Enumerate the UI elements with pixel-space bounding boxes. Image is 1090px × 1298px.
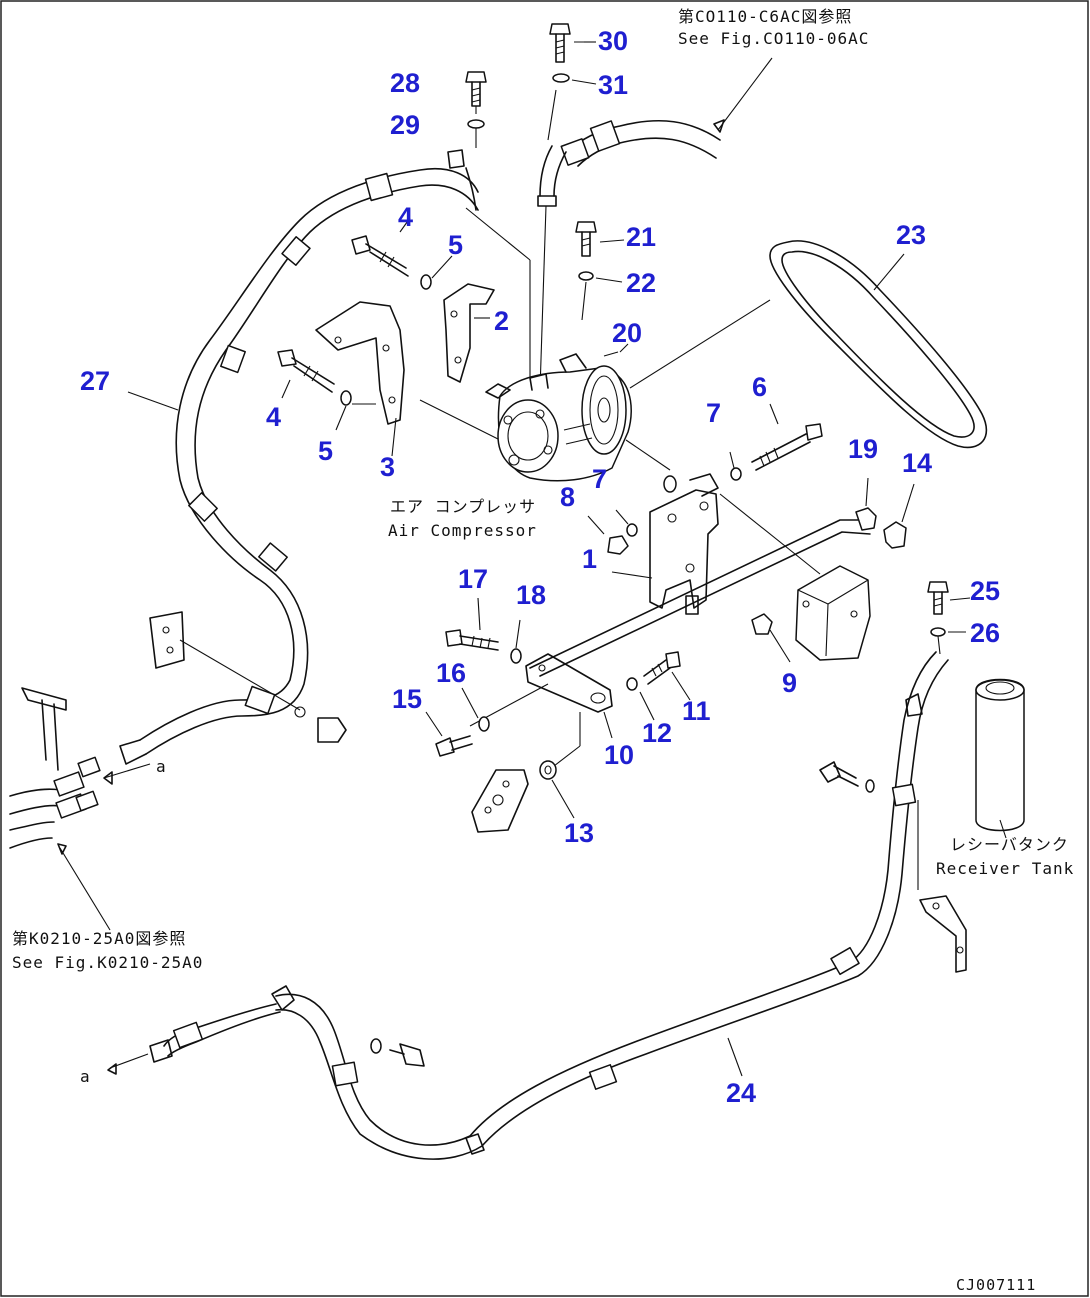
part-label: 22 bbox=[626, 268, 656, 298]
washer-31 bbox=[552, 73, 597, 85]
accumulator-box bbox=[795, 565, 871, 661]
part-label: 9 bbox=[782, 668, 797, 698]
part-label: 3 bbox=[380, 452, 395, 482]
part-label: 5 bbox=[448, 230, 463, 260]
part-label: 17 bbox=[458, 564, 488, 594]
small-fasteners-bottom bbox=[370, 1038, 425, 1067]
part-label: 1 bbox=[582, 544, 597, 574]
bracket-2 bbox=[443, 283, 495, 383]
bolt-17 bbox=[445, 597, 499, 651]
part-label: 14 bbox=[902, 448, 932, 478]
part-label: 6 bbox=[752, 372, 767, 402]
ref-left-en: See Fig.K0210-25A0 bbox=[12, 953, 203, 972]
part-label: 26 bbox=[970, 618, 1000, 648]
bracket-left bbox=[149, 611, 347, 743]
ref-left-jp: 第K0210-25A0図参照 bbox=[12, 929, 186, 948]
part-label: 28 bbox=[390, 68, 420, 98]
connection-mark-a: a bbox=[156, 757, 167, 776]
connection-mark-a: a bbox=[80, 1067, 91, 1086]
part-label: 5 bbox=[318, 436, 333, 466]
washer-12 bbox=[626, 677, 655, 721]
part-label: 21 bbox=[626, 222, 656, 252]
part-label: 4 bbox=[398, 202, 413, 232]
bolt-15 bbox=[425, 711, 473, 757]
part-label: 8 bbox=[560, 482, 575, 512]
bolt-6 bbox=[751, 403, 823, 471]
washer-5-upper bbox=[420, 255, 453, 290]
compressor-en: Air Compressor bbox=[388, 521, 537, 540]
bolt-21 bbox=[575, 221, 625, 257]
washer-13 bbox=[539, 760, 575, 819]
receiver-tank bbox=[975, 678, 1025, 839]
part-label: 15 bbox=[392, 684, 422, 714]
clip-14 bbox=[883, 483, 915, 549]
part-label: 30 bbox=[598, 26, 628, 56]
plate-13 bbox=[471, 769, 529, 833]
washer-18 bbox=[510, 619, 522, 664]
receiver-en: Receiver Tank bbox=[936, 859, 1074, 878]
bracket-receiver bbox=[819, 761, 967, 973]
bracket-10 bbox=[469, 653, 613, 767]
part-label: 19 bbox=[848, 434, 878, 464]
bolt-28 bbox=[465, 71, 487, 114]
ref-top-en: See Fig.CO110-06AC bbox=[678, 29, 869, 48]
annotations: 第CO110-C6AC図参照 See Fig.CO110-06AC エア コンプ… bbox=[12, 7, 1074, 1294]
part-label: 7 bbox=[592, 464, 607, 494]
part-label: 25 bbox=[970, 576, 1000, 606]
washer-5-lower bbox=[335, 390, 376, 431]
left-hose-connections bbox=[9, 687, 151, 931]
bolt-4-lower bbox=[277, 349, 335, 399]
washer-7-left bbox=[615, 509, 638, 537]
nut-8 bbox=[587, 515, 629, 555]
part-label: 24 bbox=[726, 1078, 756, 1108]
bolt-4-upper bbox=[351, 217, 411, 277]
bolt-11 bbox=[643, 651, 691, 701]
drawing-code: CJ007111 bbox=[956, 1276, 1036, 1294]
ref-top-jp: 第CO110-C6AC図参照 bbox=[678, 7, 852, 26]
washer-16 bbox=[461, 687, 490, 732]
washer-22 bbox=[578, 271, 623, 321]
part-label: 11 bbox=[682, 696, 711, 726]
hose-top-right bbox=[465, 57, 773, 391]
washer-29 bbox=[467, 119, 485, 148]
part-label: 13 bbox=[564, 818, 594, 848]
bracket-3 bbox=[315, 301, 501, 457]
part-label: 7 bbox=[706, 398, 721, 428]
part-label: 2 bbox=[494, 306, 509, 336]
hose-24 bbox=[107, 651, 949, 1160]
nut-19 bbox=[855, 477, 877, 531]
washer-7-right bbox=[729, 451, 742, 481]
part-label: 20 bbox=[612, 318, 642, 348]
washer-26 bbox=[930, 627, 966, 655]
part-label: 29 bbox=[390, 110, 420, 140]
bolt-25 bbox=[927, 581, 971, 615]
part-label: 23 bbox=[896, 220, 926, 250]
part-label: 27 bbox=[80, 366, 110, 396]
compressor-jp: エア コンプレッサ bbox=[390, 497, 536, 516]
part-labels: 1 2 3 4 4 5 5 6 7 7 8 9 10 11 12 13 14 1… bbox=[80, 26, 1000, 1108]
hose-27 bbox=[119, 149, 479, 765]
part-label: 31 bbox=[598, 70, 628, 100]
air-compressor-20 bbox=[485, 299, 771, 482]
nut-9 bbox=[751, 613, 791, 663]
receiver-jp: レシーバタンク bbox=[950, 835, 1069, 854]
part-label: 10 bbox=[604, 740, 634, 770]
part-label: 4 bbox=[266, 402, 281, 432]
bracket-1 bbox=[611, 473, 719, 609]
part-label: 12 bbox=[642, 718, 672, 748]
part-label: 18 bbox=[516, 580, 546, 610]
v-belt-23 bbox=[769, 240, 988, 449]
part-label: 16 bbox=[436, 658, 466, 688]
bolt-30 bbox=[549, 23, 596, 63]
